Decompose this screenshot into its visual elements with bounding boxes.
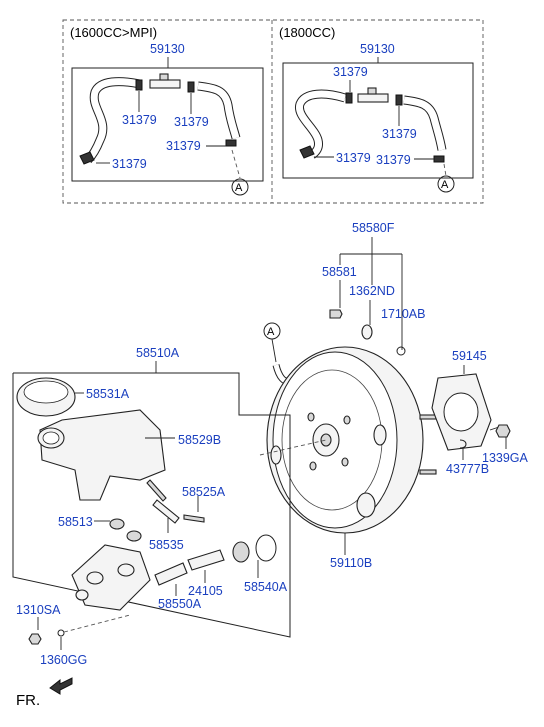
- pin-43777b: [459, 439, 467, 449]
- o-ring-24105: [255, 534, 277, 562]
- part-label-58525A: 58525A: [182, 485, 226, 499]
- booster-group: 58580F 58581 1362ND 1710AB A: [259, 221, 529, 570]
- hose-clamp: [225, 139, 237, 147]
- part-label-59130: 59130: [360, 42, 395, 56]
- part-label-1362ND: 1362ND: [349, 284, 395, 298]
- variant-header: (1600CC>MPI): [70, 25, 157, 40]
- part-label-58510A: 58510A: [136, 346, 180, 360]
- vacuum-hose-box: [71, 67, 264, 182]
- part-label-31379: 31379: [166, 139, 201, 153]
- front-arrow-icon: [49, 677, 73, 695]
- reference-mark-a: [231, 178, 249, 196]
- part-label-59110B: 59110B: [330, 556, 372, 570]
- part-label-1339GA: 1339GA: [482, 451, 529, 465]
- check-valve: [149, 79, 181, 89]
- part-label-58513: 58513: [58, 515, 93, 529]
- check-valve: [357, 93, 389, 103]
- front-direction-label: FR.: [16, 692, 40, 709]
- variant-1600cc: (1600CC>MPI) 59130 31379 31379 31379 313…: [70, 25, 264, 196]
- part-label-31379: 31379: [174, 115, 209, 129]
- part-label-31379: 31379: [376, 153, 411, 167]
- master-cylinder-group: 58510A 58531A 58529B 58525A 58513 58535: [12, 346, 291, 667]
- part-label-59145: 59145: [452, 349, 487, 363]
- seal-24105: [232, 541, 250, 563]
- washer-1362nd: [361, 324, 373, 340]
- bolt-58525a: [183, 514, 205, 523]
- brake-fluid-reservoir: [39, 409, 166, 501]
- piston-58540a: [154, 562, 188, 586]
- reference-mark-label: A: [235, 182, 243, 194]
- part-label-58580F: 58580F: [352, 221, 395, 235]
- vacuum-hose-box: [282, 62, 474, 179]
- part-label-31379: 31379: [333, 65, 368, 79]
- part-label-31379: 31379: [382, 127, 417, 141]
- front-direction-indicator: FR.: [16, 677, 73, 709]
- master-cylinder: [71, 544, 151, 611]
- variants-panel: [62, 19, 484, 204]
- hose-clamp: [79, 151, 95, 165]
- hose-clamp: [135, 79, 143, 91]
- o-ring-1710ab: [396, 346, 406, 356]
- part-label-58529B: 58529B: [178, 433, 221, 447]
- hose-clamp: [187, 81, 195, 93]
- hose-clamp: [433, 155, 445, 163]
- nut-1310sa: [28, 633, 42, 645]
- piston-58550a: [187, 549, 225, 571]
- master-cylinder-box: [12, 372, 291, 638]
- variant-1800cc: (1800CC) 59130 31379 31379 31379 31379 A: [279, 25, 474, 193]
- reference-mark-label: A: [267, 326, 275, 338]
- grommet-58513: [126, 530, 142, 542]
- reference-mark-a: [437, 175, 455, 193]
- part-label-1710AB: 1710AB: [381, 307, 425, 321]
- pin-58581: [329, 309, 343, 319]
- part-label-58550A: 24105: [188, 584, 223, 598]
- pin-58535: [152, 499, 180, 524]
- part-label-58581: 58581: [322, 265, 357, 279]
- hose-clamp: [395, 94, 403, 106]
- part-label-58531A: 58531A: [86, 387, 130, 401]
- nut-1339ga: [495, 424, 511, 438]
- part-label-1360GG: 1360GG: [40, 653, 87, 667]
- part-label-31379: 31379: [122, 113, 157, 127]
- variant-header: (1800CC): [279, 25, 335, 40]
- part-label-31379: 31379: [112, 157, 147, 171]
- part-label-58540A: 58550A: [158, 597, 202, 611]
- part-label-43777B: 43777B: [446, 462, 489, 476]
- reference-mark-label: A: [441, 179, 449, 191]
- washer-1360gg: [57, 629, 65, 637]
- hose-clamp: [345, 92, 353, 104]
- hose-clamp: [299, 145, 315, 159]
- grommet-58513: [109, 518, 125, 530]
- part-label-1310SA: 1310SA: [16, 603, 61, 617]
- reservoir-pin: [146, 479, 167, 502]
- part-label-59130: 59130: [150, 42, 185, 56]
- part-label-31379: 31379: [336, 151, 371, 165]
- part-label-24105: 58540A: [244, 580, 288, 594]
- part-label-58535: 58535: [149, 538, 184, 552]
